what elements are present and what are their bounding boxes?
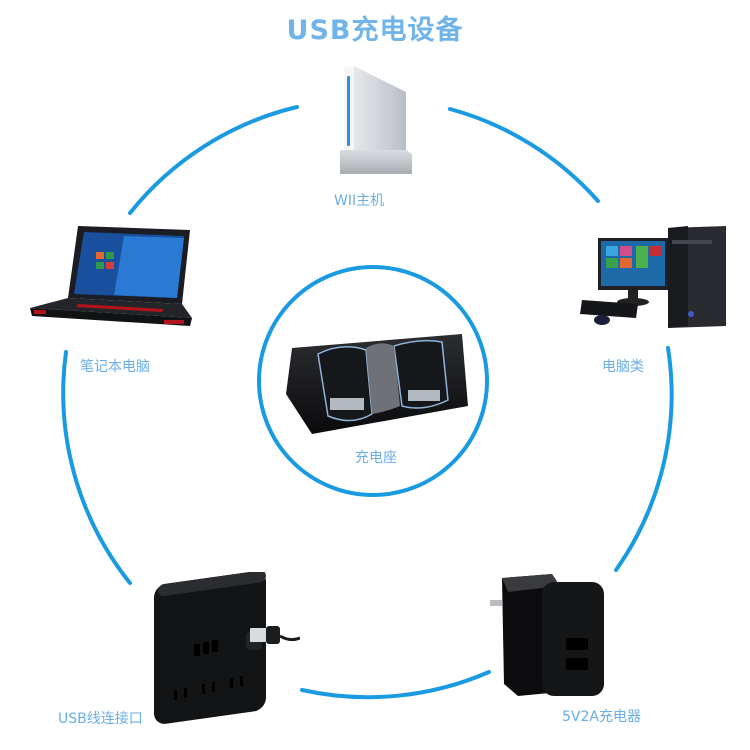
diagram-title: USB充电设备 xyxy=(286,15,464,46)
wall-charger-icon xyxy=(490,574,604,696)
wii-console-icon xyxy=(340,66,412,174)
charging-dock-icon xyxy=(286,334,468,434)
node-label-wii: WII主机 xyxy=(334,193,385,209)
center-label: 充电座 xyxy=(355,450,397,466)
center-ring xyxy=(257,265,489,497)
node-label-laptop: 笔记本电脑 xyxy=(80,359,150,375)
desktop-computer-icon xyxy=(580,226,726,328)
usb-power-strip-icon xyxy=(154,572,300,724)
arc-wii-to-desktop xyxy=(448,107,600,203)
node-label-desktop: 电脑类 xyxy=(602,359,644,375)
arc-desktop-to-charger xyxy=(614,346,674,572)
node-label-power-strip: USB线连接口 xyxy=(58,711,143,727)
arc-laptop-to-wii xyxy=(128,105,299,215)
arc-charger-to-strip xyxy=(300,670,491,700)
laptop-icon xyxy=(30,226,192,326)
node-label-charger: 5V2A充电器 xyxy=(562,709,641,725)
arc-strip-to-laptop xyxy=(61,350,132,585)
